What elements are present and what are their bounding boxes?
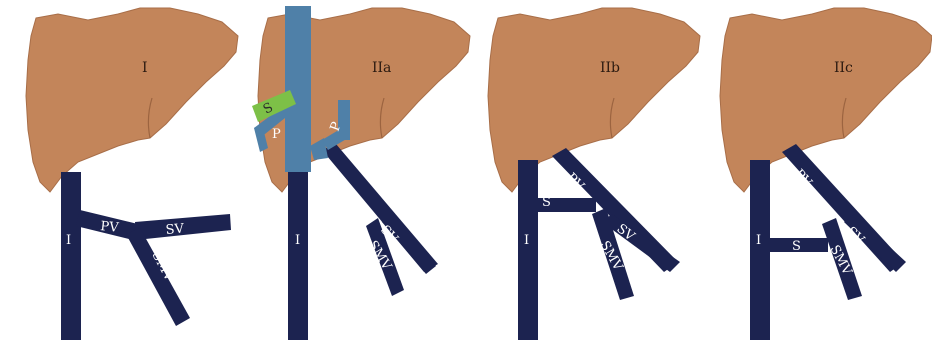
vascular-graft-trunk: [285, 6, 311, 172]
ivc-label: I: [295, 233, 300, 248]
inferior-vena-cava: [61, 172, 81, 340]
inferior-vena-cava: [750, 160, 770, 340]
panel-type-iic: IIc I S PV SV SMV: [720, 8, 932, 340]
liver: [26, 8, 238, 192]
ivc-label: I: [66, 233, 71, 248]
ivc-label: I: [756, 233, 761, 248]
panel-label: I: [142, 60, 148, 76]
ivc-label: I: [524, 233, 529, 248]
panel-type-iib: IIb I S PV SV SMV: [488, 8, 700, 340]
panel-label: IIc: [834, 60, 853, 76]
inferior-vena-cava: [518, 160, 538, 340]
inferior-vena-cava: [288, 172, 308, 340]
panel-type-i: I I PV SV SMV: [26, 8, 238, 340]
panel-type-iia: IIa I S P P PV SV SMV: [252, 6, 470, 340]
panel-label: IIa: [372, 60, 391, 76]
sv-label: SV: [165, 221, 185, 238]
s-label: S: [792, 239, 801, 254]
panel-label: IIb: [600, 60, 620, 76]
superior-mesenteric-vein: [126, 228, 190, 326]
graft-right-upright: [338, 100, 350, 140]
p-left-label: P: [272, 127, 281, 142]
pv-label: PV: [100, 219, 120, 236]
s-label: S: [542, 195, 551, 210]
